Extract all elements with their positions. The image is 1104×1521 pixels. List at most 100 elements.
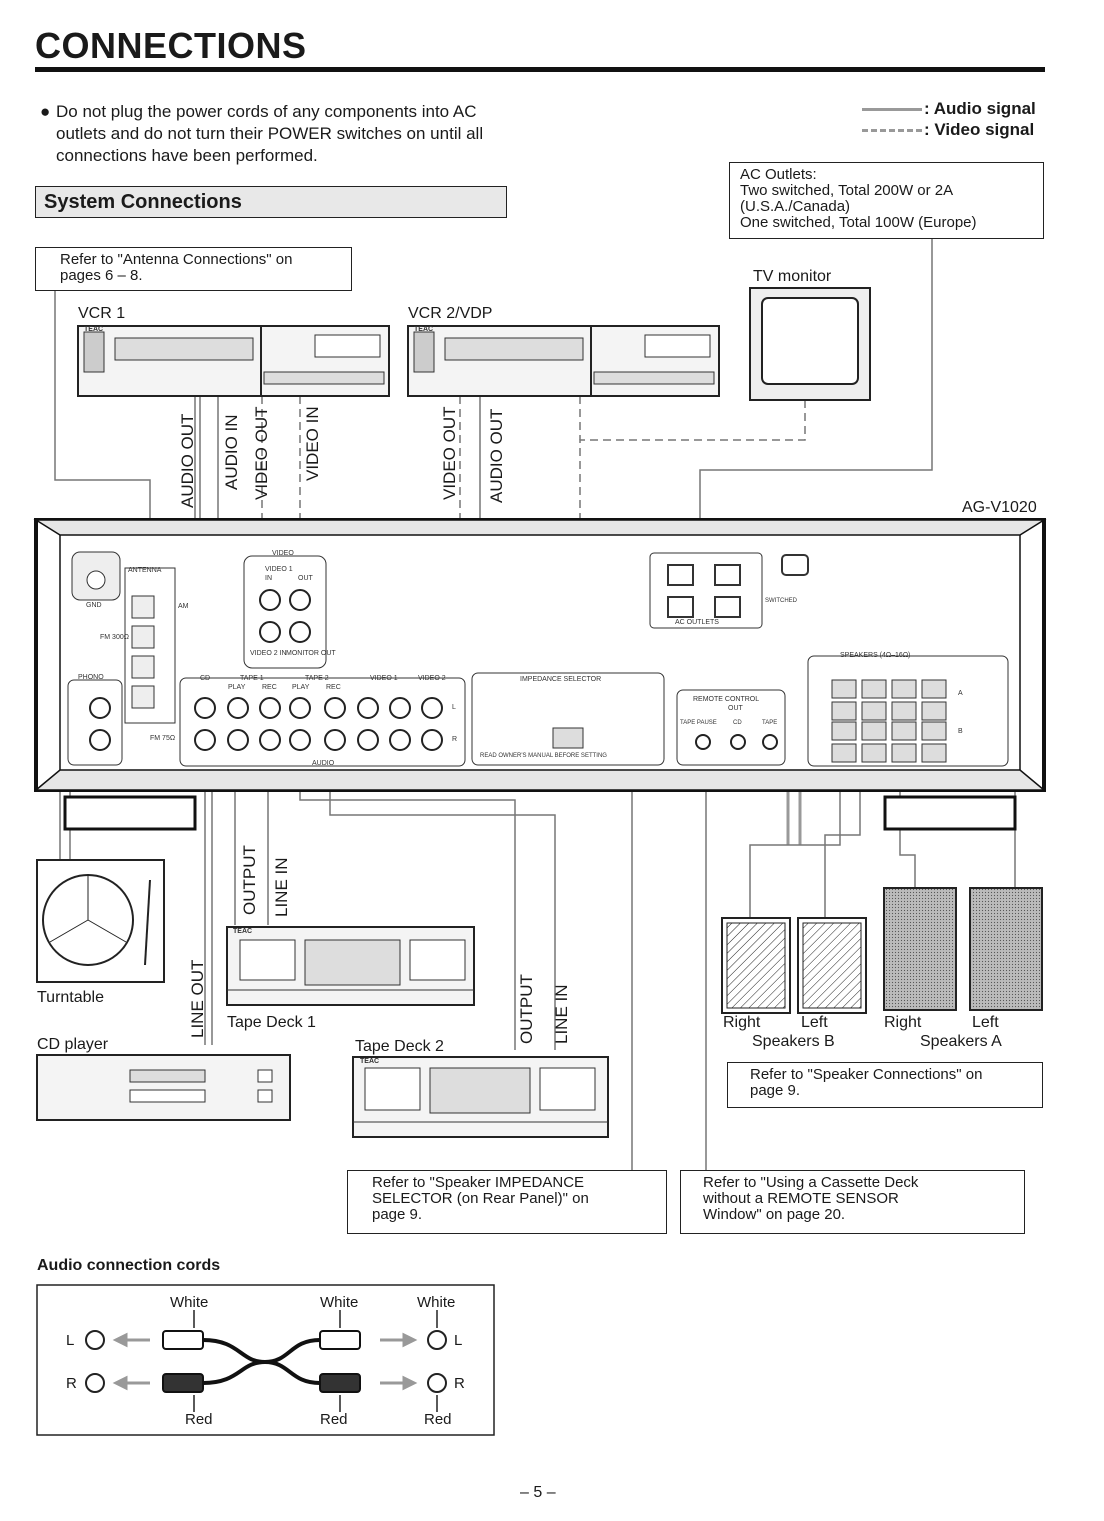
page-number: – 5 – xyxy=(520,1484,556,1501)
vcr2-video-out-label: VIDEO OUT xyxy=(440,406,459,500)
tape-deck-2-unit xyxy=(352,1056,609,1138)
callout-line: One switched, Total 100W (Europe) xyxy=(740,214,977,231)
vcr1-label: VCR 1 xyxy=(78,305,126,322)
panel-video1-audio-label: VIDEO 1 xyxy=(370,675,398,682)
cord-r-label: R xyxy=(66,1375,77,1392)
tape-deck-1-label: Tape Deck 1 xyxy=(227,1014,316,1031)
tape1-brand-logo: TEAC xyxy=(233,928,253,935)
panel-antenna-label: ANTENNA xyxy=(128,567,162,574)
callout-line: Refer to "Speaker Connections" on xyxy=(750,1066,983,1083)
tape2-output-cable xyxy=(299,760,516,1050)
title-rule xyxy=(35,67,1045,72)
callout-speaker-connections: Refer to "Speaker Connections" on page 9… xyxy=(727,1062,1043,1108)
panel-rec-label: REC xyxy=(262,684,277,691)
cord-l-label: L xyxy=(66,1332,75,1349)
panel-speakers-b-label: B xyxy=(958,728,963,735)
callout-line: pages 6 – 8. xyxy=(60,267,143,284)
panel-video1-label: VIDEO 1 xyxy=(265,566,293,573)
panel-video2-in-label: VIDEO 2 IN xyxy=(250,650,287,657)
vcr2-label: VCR 2/VDP xyxy=(408,305,493,322)
callout-impedance: Refer to "Speaker IMPEDANCE SELECTOR (on… xyxy=(347,1170,667,1234)
speaker-b-left-label: Left xyxy=(801,1014,828,1031)
legend-audio-label: : Audio signal xyxy=(924,99,1036,118)
bullet-icon: ● xyxy=(40,102,51,121)
cord-red-label: Red xyxy=(320,1411,348,1428)
callout-line: Window" on page 20. xyxy=(703,1206,846,1223)
vcr2-unit xyxy=(407,325,720,397)
cd-player-unit xyxy=(36,1054,291,1121)
cord-red-label: Red xyxy=(185,1411,213,1428)
tv-monitor-label: TV monitor xyxy=(753,268,832,285)
tape2-brand-logo: TEAC xyxy=(360,1058,380,1065)
callout-line: Two switched, Total 200W or 2A xyxy=(740,182,954,199)
callout-line: page 9. xyxy=(750,1082,801,1099)
model-label: AG-V1020 xyxy=(962,499,1037,516)
callout-line: without a REMOTE SENSOR xyxy=(703,1190,899,1207)
panel-remote-out-label: OUT xyxy=(728,705,743,712)
speaker-b-right-label: Right xyxy=(723,1014,761,1031)
cord-white-label: White xyxy=(170,1294,209,1311)
speakers-b xyxy=(721,917,867,1014)
speaker-a-right-label: Right xyxy=(884,1014,922,1031)
audio-cords-diagram xyxy=(36,1284,495,1436)
callout-line: SELECTOR (on Rear Panel)" on xyxy=(372,1190,589,1207)
tape1-line-in-label: LINE IN xyxy=(272,857,291,917)
panel-play-label: PLAY xyxy=(228,684,246,691)
speakers-a-group-label: Speakers A xyxy=(920,1033,1002,1050)
receiver-unit xyxy=(33,518,1047,831)
panel-audio-label: AUDIO xyxy=(312,760,335,767)
panel-out-label: OUT xyxy=(298,575,313,582)
panel-tape2-label: TAPE 2 xyxy=(305,675,329,682)
panel-remote-cd-label: CD xyxy=(733,720,742,726)
legend-video: : Video signal xyxy=(862,120,1034,140)
tape2-line-in-label: LINE IN xyxy=(552,984,571,1044)
panel-tape1-label: TAPE 1 xyxy=(240,675,264,682)
panel-rec2-label: REC xyxy=(326,684,341,691)
cd-player-label: CD player xyxy=(37,1036,109,1053)
panel-l-label: L xyxy=(452,704,456,711)
speakers-a xyxy=(883,887,1043,1011)
tape1-output-label: OUTPUT xyxy=(240,845,259,915)
ac-callout-line xyxy=(699,239,933,560)
vcr1-video-out-label: VIDEO OUT xyxy=(252,406,271,500)
speaker-a-left-label: Left xyxy=(972,1014,999,1031)
panel-remote-label: REMOTE CONTROL xyxy=(693,696,760,703)
audio-line-icon xyxy=(862,108,922,112)
callout-antenna: Refer to "Antenna Connections" on pages … xyxy=(35,247,352,291)
panel-gnd-label: GND xyxy=(86,602,102,609)
cord-l-label: L xyxy=(454,1332,463,1349)
panel-in-label: IN xyxy=(265,575,272,582)
panel-am-label: AM xyxy=(178,603,189,610)
vcr2-audio-out-label: AUDIO OUT xyxy=(487,408,506,503)
power-note-text: Do not plug the power cords of any compo… xyxy=(56,102,484,165)
tape2-output-label: OUTPUT xyxy=(517,974,536,1044)
audio-jacks xyxy=(194,697,443,751)
cord-white-label: White xyxy=(320,1294,359,1311)
cord-r-label: R xyxy=(454,1375,465,1392)
speaker-terminals xyxy=(831,679,947,763)
callout-line: AC Outlets: xyxy=(740,166,817,183)
tv-monitor-unit xyxy=(749,287,871,401)
cord-white-label: White xyxy=(417,1294,456,1311)
panel-video-label: VIDEO xyxy=(272,550,294,557)
cd-line-out-label: LINE OUT xyxy=(188,959,207,1038)
panel-speakers-a-label: A xyxy=(958,690,963,697)
section-title: System Connections xyxy=(35,186,507,218)
legend-video-label: : Video signal xyxy=(924,120,1035,139)
callout-cassette: Refer to "Using a Cassette Deck without … xyxy=(680,1170,1025,1234)
vcr1-unit xyxy=(77,325,390,397)
callout-line: (U.S.A./Canada) xyxy=(740,198,851,215)
tape-deck-1-unit xyxy=(226,926,475,1006)
callout-line: page 9. xyxy=(372,1206,423,1223)
panel-phono-label: PHONO xyxy=(78,674,104,681)
callout-line: Refer to "Speaker IMPEDANCE xyxy=(372,1174,585,1191)
callout-line: Refer to "Antenna Connections" on xyxy=(60,251,293,268)
panel-tape-pause-label: TAPE PAUSE xyxy=(680,720,717,726)
audio-cords-heading: Audio connection cords xyxy=(37,1257,221,1274)
cord-red-label: Red xyxy=(424,1411,452,1428)
callout-line: Refer to "Using a Cassette Deck xyxy=(703,1174,919,1191)
vcr2-brand-logo: TEAC xyxy=(414,326,434,333)
panel-monitor-out-label: MONITOR OUT xyxy=(286,650,336,657)
vcr1-video-in-label: VIDEO IN xyxy=(303,406,322,481)
panel-fm-label: FM 300Ω xyxy=(100,634,129,641)
